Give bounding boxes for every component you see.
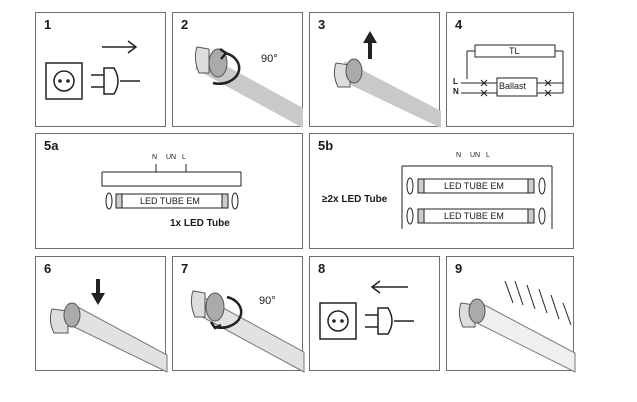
insert-tube-illustration xyxy=(49,279,168,373)
terminal-un: UN xyxy=(470,152,481,159)
arrow-right-icon xyxy=(102,40,138,54)
arrow-up-icon xyxy=(363,31,377,59)
terminal-n: N xyxy=(152,154,158,161)
arrow-down-icon xyxy=(91,279,105,305)
rotate-tube-illustration xyxy=(194,46,303,128)
ballast-label: Ballast xyxy=(499,81,527,91)
plug-icon xyxy=(91,67,140,95)
step-9-panel: 9 xyxy=(446,256,576,373)
step-1-panel: 1 xyxy=(35,12,166,127)
socket-icon xyxy=(319,302,357,340)
tube-lit-illustration xyxy=(458,280,576,373)
multi-tube-wiring xyxy=(401,165,553,229)
terminal-n: N xyxy=(456,152,462,159)
step-6-panel: 6 xyxy=(35,256,168,373)
step-number: 9 xyxy=(455,261,463,276)
step-number: 3 xyxy=(318,17,326,32)
step-3-panel: 3 xyxy=(309,12,441,128)
socket-icon xyxy=(45,62,83,100)
step-5b-panel: 5b N UN L LED TUBE EM LED TUBE EM ≥2x LE… xyxy=(309,133,574,249)
terminal-l: L xyxy=(486,152,490,159)
rotation-angle: 90° xyxy=(261,53,278,65)
rotation-arrow-icon xyxy=(214,295,243,329)
step-5a-panel: 5a N UN L LED TUBE EM 1x LED Tube xyxy=(35,133,303,249)
rotation-angle: 90° xyxy=(259,295,276,307)
step-2-panel: 2 90° xyxy=(172,12,303,128)
single-tube-wiring xyxy=(101,164,242,210)
terminal-l: L xyxy=(182,154,186,161)
terminal-un: UN xyxy=(166,154,177,161)
step-number: 2 xyxy=(181,17,189,32)
step-4-panel: 4 TL Ballast L N xyxy=(446,12,574,127)
step-number: 5b xyxy=(318,138,334,153)
step-number: 6 xyxy=(44,261,52,276)
arrow-left-icon xyxy=(370,280,408,294)
tube-label: LED TUBE EM xyxy=(444,211,504,221)
unplug-illustration xyxy=(45,40,140,100)
plug-icon xyxy=(365,307,414,335)
step-number: 5a xyxy=(44,138,59,153)
rotate-back-illustration xyxy=(190,290,305,373)
step-number: 4 xyxy=(455,17,463,32)
step-number: 1 xyxy=(44,17,52,32)
remove-tube-illustration xyxy=(333,31,441,128)
plug-in-illustration xyxy=(319,280,414,340)
tl-label: TL xyxy=(509,46,520,56)
light-rays-icon xyxy=(504,280,572,326)
step-number: 7 xyxy=(181,261,189,276)
step-number: 8 xyxy=(318,261,326,276)
step-7-panel: 7 90° xyxy=(172,256,305,373)
tube-label: LED TUBE EM xyxy=(444,181,504,191)
tube-label: LED TUBE EM xyxy=(140,196,200,206)
wiring-diagram xyxy=(461,44,564,97)
rotation-arrow-icon xyxy=(212,51,241,85)
caption-multi: ≥2x LED Tube xyxy=(322,194,388,205)
step-8-panel: 8 xyxy=(309,256,440,371)
neutral-label: N xyxy=(453,87,459,96)
caption-single: 1x LED Tube xyxy=(170,218,230,229)
line-label: L xyxy=(453,77,458,86)
